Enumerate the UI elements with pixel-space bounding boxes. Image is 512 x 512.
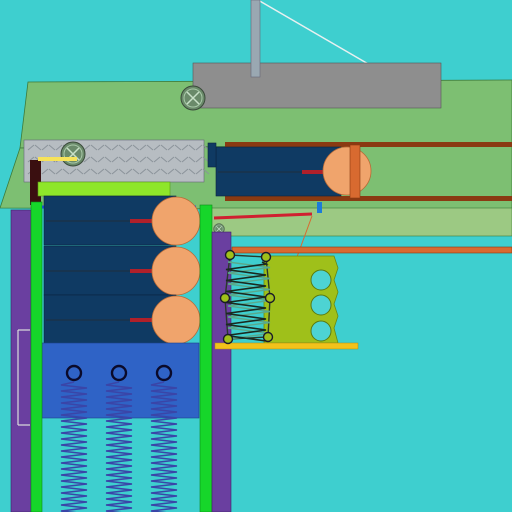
coil-spring [60,381,88,512]
gear-icon[interactable] [60,141,86,167]
lime-bar [37,181,171,197]
red-trigger[interactable] [130,219,158,223]
rope [257,0,371,66]
brown-rail-middle [231,246,512,254]
spring-anchor[interactable] [110,364,128,382]
small-navy-tab [207,142,217,168]
diamond-plate-pattern [27,144,210,175]
blue-marker[interactable] [317,202,322,213]
red-aim-line [213,212,313,220]
yellow-pin[interactable] [38,157,77,161]
cage-joint[interactable] [262,331,274,343]
green-bar-left [30,201,43,512]
red-trigger[interactable] [130,269,158,273]
cage-joint[interactable] [260,251,272,263]
spring-group [60,364,178,512]
coil-spring [105,381,133,512]
hole-group [310,269,332,342]
spring-anchor[interactable] [65,364,83,382]
cage-joint[interactable] [219,292,231,304]
cannon-ball[interactable] [151,196,201,246]
cage-joint[interactable] [222,333,234,345]
coil-spring [150,381,178,512]
spring-anchor[interactable] [155,364,173,382]
red-trigger[interactable] [130,318,158,322]
plate-hole [310,320,332,342]
yellow-floor-bar [214,342,359,350]
green-coil-spring [227,261,271,340]
cage-joint[interactable] [264,292,276,304]
green-bar-right [199,204,213,512]
dark-post [30,160,41,205]
purple-column-left [10,209,32,512]
ground-ledge-right [209,207,512,237]
vertical-pole [250,0,261,78]
plate-hole [310,269,332,291]
cannon-ball[interactable] [151,246,201,296]
brown-rail-bottom [225,196,512,201]
brown-rail-top [225,142,512,147]
left-cannon-stack [43,195,201,345]
cannon-ball[interactable] [322,146,372,196]
cannon-ball[interactable] [151,295,201,345]
spring-cage [219,249,276,345]
top-gray-plate [192,62,442,109]
gear-icon[interactable] [180,85,206,111]
plate-hole [310,294,332,316]
red-trigger[interactable] [302,170,330,174]
orange-latch[interactable] [349,144,361,199]
cage-joint[interactable] [224,249,236,261]
dark-coil-spring [225,261,269,342]
